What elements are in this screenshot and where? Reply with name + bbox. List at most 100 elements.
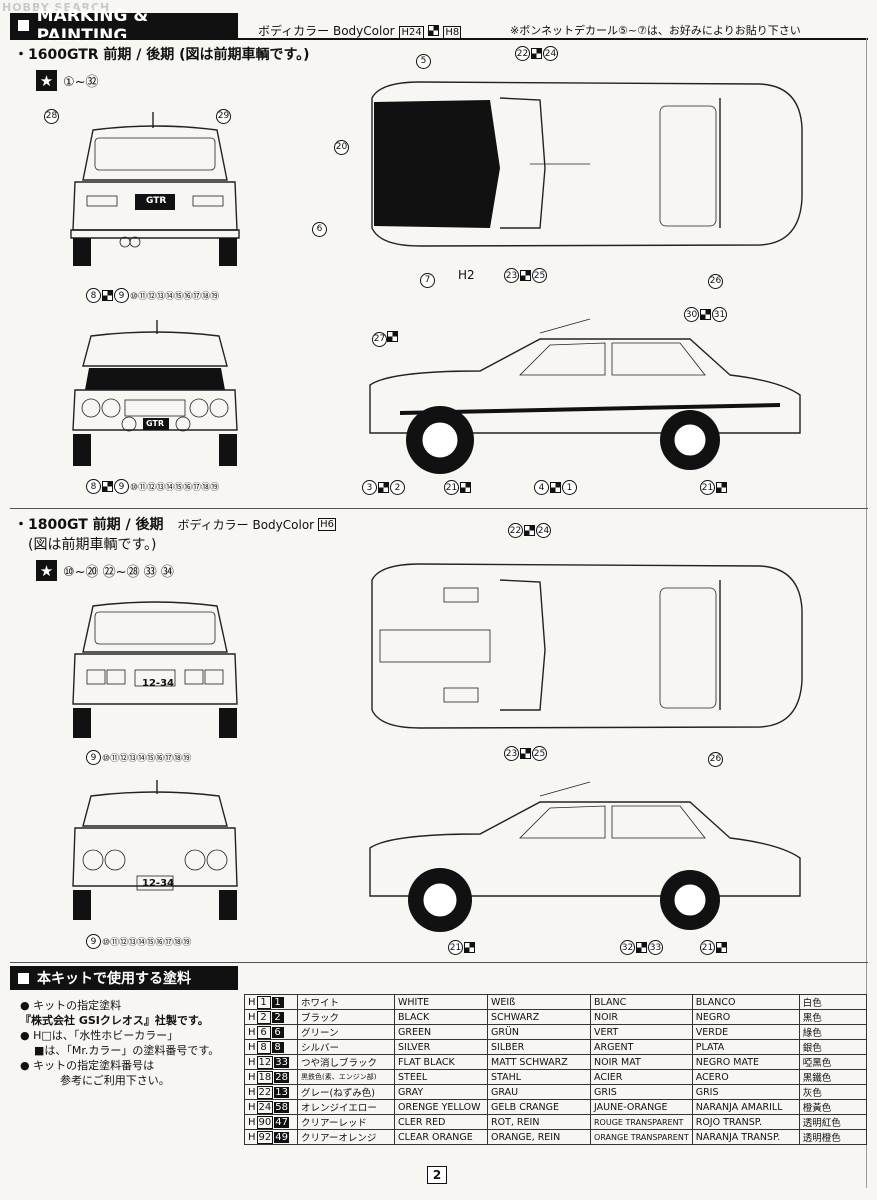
callout: 21 bbox=[700, 940, 727, 955]
paint-ja: グリーン bbox=[297, 1024, 395, 1040]
mr-color-code: 6 bbox=[271, 1026, 284, 1038]
star-icon: ★ bbox=[36, 70, 57, 91]
section2-subtitle: (図は前期車輌です。) bbox=[28, 537, 157, 553]
paint-en: ORENGE YELLOW bbox=[394, 1099, 488, 1115]
paint-ja: クリアーオレンジ bbox=[297, 1129, 395, 1145]
callout: 26 bbox=[708, 746, 723, 767]
paint-es: ACERO bbox=[691, 1069, 800, 1085]
callout: 21 bbox=[700, 480, 727, 495]
paint-ja: ブラック bbox=[297, 1009, 395, 1025]
mr-color-code: 1 bbox=[271, 996, 284, 1008]
paint-es: GRIS bbox=[691, 1084, 800, 1100]
paint-fr: BLANC bbox=[590, 994, 693, 1010]
water-paint-code: 22 bbox=[256, 1085, 274, 1099]
paint-de: ORANGE, REIN bbox=[487, 1129, 591, 1145]
callout: 5 bbox=[416, 48, 431, 69]
water-paint-code: 12 bbox=[256, 1055, 274, 1069]
car-rear-view-2 bbox=[72, 601, 238, 738]
star-icon: ★ bbox=[36, 560, 57, 581]
mr-color-code: 58 bbox=[274, 1101, 289, 1113]
paint-es: ROJO TRANSP. bbox=[691, 1114, 800, 1130]
square-bullet-icon bbox=[18, 972, 29, 984]
paint-cn: 透明紅色 bbox=[798, 1114, 867, 1130]
car-side-view bbox=[369, 318, 801, 474]
callout: 6 bbox=[312, 216, 327, 237]
section2-heading: ・1800GT 前期 / 後期 ボディカラー BodyColor H6 bbox=[14, 514, 336, 534]
paint-ja: つや消しブラック bbox=[297, 1054, 395, 1070]
paint-en: STEEL bbox=[394, 1069, 488, 1085]
callout: 26 bbox=[708, 268, 723, 289]
mr-color-code: 8 bbox=[271, 1041, 284, 1053]
callout: 29 bbox=[216, 103, 231, 124]
callout-row: 27 bbox=[372, 326, 398, 347]
paint-en: CLEAR ORANGE bbox=[394, 1129, 488, 1145]
callout: 28 bbox=[44, 103, 59, 124]
paint-ja: グレー(ねずみ色) bbox=[297, 1084, 395, 1100]
paint-en: WHITE bbox=[394, 994, 488, 1010]
water-paint-code: 92 bbox=[256, 1130, 274, 1144]
paint-fr: NOIR MAT bbox=[590, 1054, 693, 1070]
callout: 21 bbox=[444, 480, 471, 495]
paints-header: 本キットで使用する塗料 bbox=[10, 966, 238, 990]
water-paint-code: 6 bbox=[256, 1025, 271, 1039]
paint-cn: 啞黑色 bbox=[798, 1054, 867, 1070]
paint-es: PLATA bbox=[691, 1039, 800, 1055]
paint-ja: オレンジイエロー bbox=[297, 1099, 395, 1115]
decal-list-callout: 9 ⑩⑪⑫⑬⑭⑮⑯⑰⑱⑲ bbox=[86, 934, 191, 949]
paint-en: GRAY bbox=[394, 1084, 488, 1100]
car-top-view-2 bbox=[371, 563, 803, 729]
paint-en: SILVER bbox=[394, 1039, 488, 1055]
paint-es: NEGRO bbox=[691, 1009, 800, 1025]
mr-color-code: 28 bbox=[274, 1071, 289, 1083]
water-paint-code: 18 bbox=[256, 1070, 274, 1084]
paint-en: CLER RED bbox=[394, 1114, 488, 1130]
paint-de: ROT, REIN bbox=[487, 1114, 591, 1130]
paint-cn: 白色 bbox=[798, 994, 867, 1010]
paint-fr: ROUGE TRANSPARENT bbox=[590, 1114, 693, 1130]
section2-decal-range: ★ ⑩~⑳ ㉒~㉘ ㉝ ㉞ bbox=[36, 560, 174, 581]
paint-code: H6 bbox=[318, 517, 336, 531]
paint-cn: 灰色 bbox=[798, 1084, 867, 1100]
paint-ja: シルバー bbox=[297, 1039, 395, 1055]
checker-icon bbox=[427, 25, 439, 36]
mr-color-code: 13 bbox=[274, 1086, 289, 1098]
mr-color-code: 33 bbox=[274, 1056, 289, 1068]
page-number: 2 bbox=[427, 1166, 447, 1184]
header-rule bbox=[10, 38, 868, 40]
callout: 21 bbox=[448, 940, 475, 955]
paint-cn: 銀色 bbox=[798, 1039, 867, 1055]
paint-cn: 綠色 bbox=[798, 1024, 867, 1040]
paint-fr: GRIS bbox=[590, 1084, 693, 1100]
section-divider bbox=[10, 962, 868, 963]
paint-es: NARANJA TRANSP. bbox=[691, 1129, 800, 1145]
paint-de: MATT SCHWARZ bbox=[487, 1054, 591, 1070]
paint-de: WEIß bbox=[487, 994, 591, 1010]
section-divider bbox=[10, 508, 868, 509]
paint-de: SILBER bbox=[487, 1039, 591, 1055]
paint-de: SCHWARZ bbox=[487, 1009, 591, 1025]
car-side-view-2 bbox=[369, 781, 801, 932]
paint-cn: 黑色 bbox=[798, 1009, 867, 1025]
decal-list-callout: 9 ⑩⑪⑫⑬⑭⑮⑯⑰⑱⑲ bbox=[86, 750, 191, 765]
paint-cn: 透明橙色 bbox=[798, 1129, 867, 1145]
paint-es: NARANJA AMARILL bbox=[691, 1099, 800, 1115]
paint-fr: ACIER bbox=[590, 1069, 693, 1085]
